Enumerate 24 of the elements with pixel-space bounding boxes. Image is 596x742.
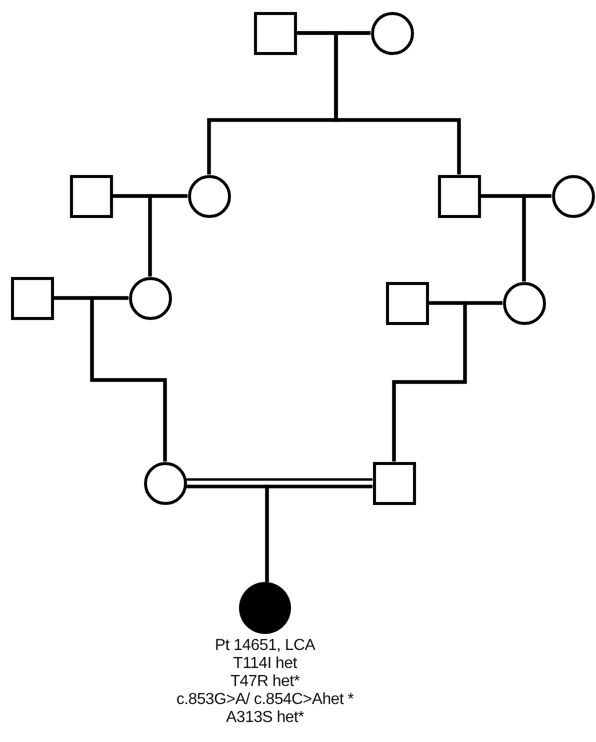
- male-square: [254, 12, 296, 54]
- affected-female-circle: [239, 582, 291, 634]
- male-square: [10, 276, 54, 320]
- female-circle: [502, 282, 546, 324]
- descent-line: [334, 31, 461, 174]
- genotype-label: T114I het: [232, 655, 298, 673]
- female-circle: [188, 174, 230, 218]
- female-circle: [552, 174, 594, 218]
- descent-line: [392, 301, 502, 462]
- genotype-label: Pt 14651, LCA: [214, 637, 316, 655]
- male-square: [70, 174, 112, 218]
- genotype-label: A313S het*: [225, 709, 305, 727]
- descent-line: [148, 194, 188, 276]
- female-circle: [144, 462, 186, 504]
- descent-line: [265, 484, 372, 582]
- descent-line: [522, 194, 552, 282]
- male-square: [386, 282, 428, 324]
- descent-line: [90, 296, 167, 462]
- genotype-label: T47R het*: [229, 673, 301, 691]
- male-square: [438, 174, 480, 218]
- female-circle: [370, 12, 414, 54]
- male-square: [372, 462, 416, 504]
- female-circle: [128, 276, 172, 320]
- genotype-label: c.853G>A/ c.854C>Ahet *: [175, 691, 355, 709]
